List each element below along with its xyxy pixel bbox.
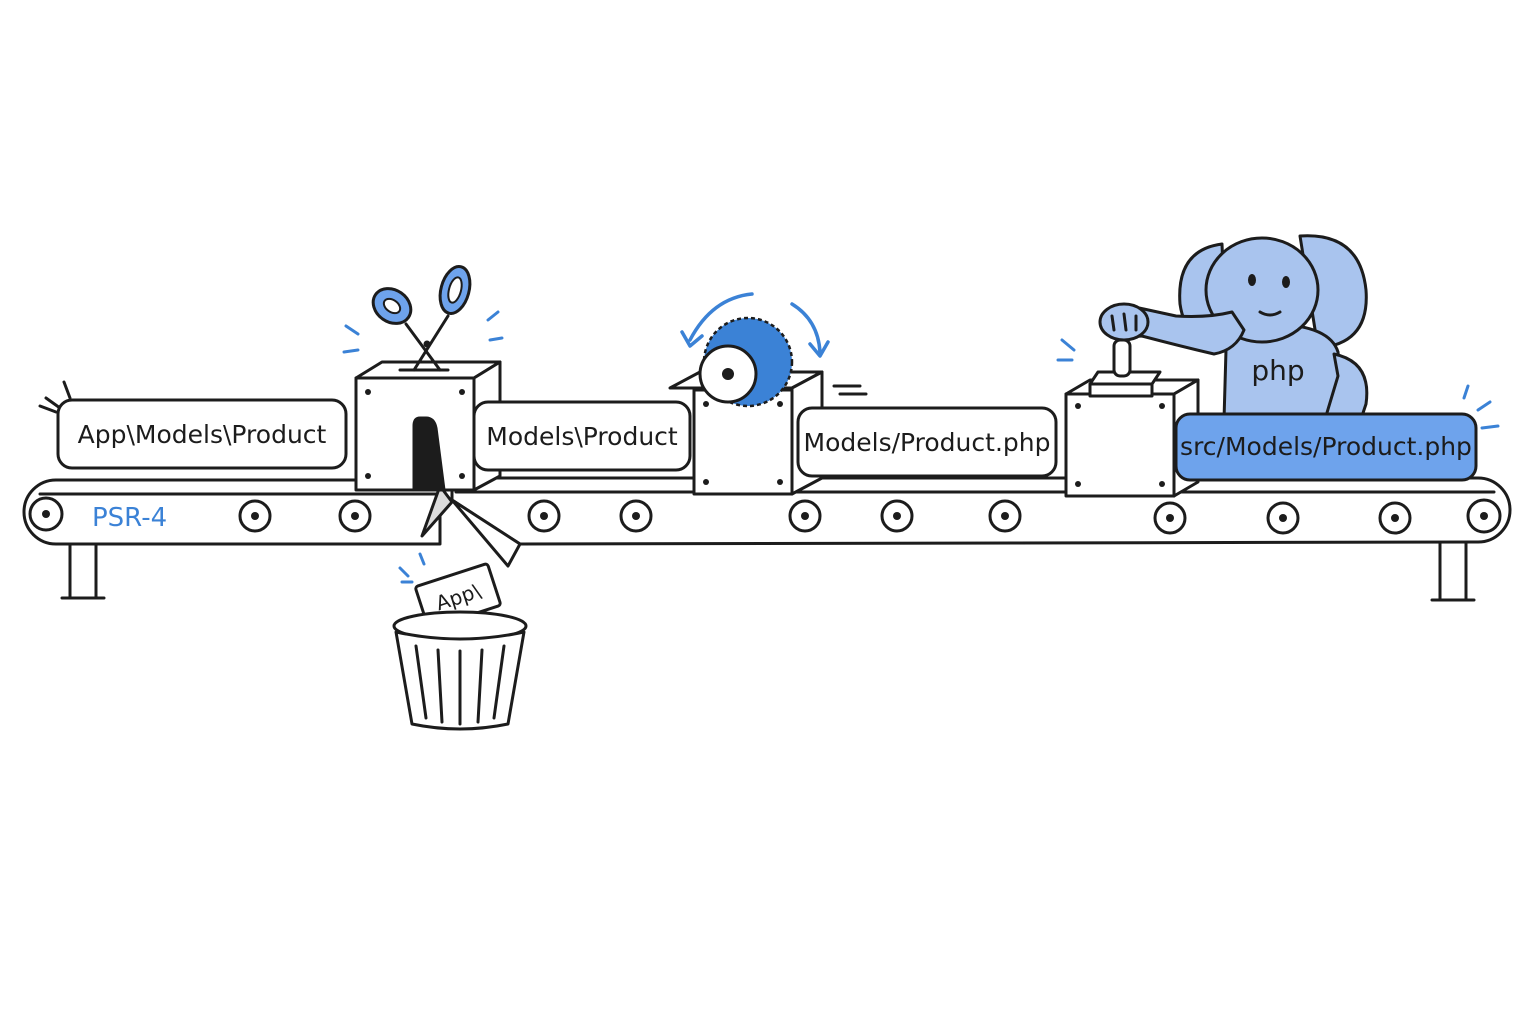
roller — [338, 499, 372, 533]
scissors-icon — [371, 265, 472, 372]
roller — [988, 499, 1022, 533]
roller — [527, 499, 561, 533]
stripped-namespace-label: Models\Product — [472, 400, 692, 472]
input-class-label: App\Models\Product — [38, 380, 348, 470]
roller — [1466, 498, 1502, 534]
output-file-label: src/Models/Product.php — [1174, 384, 1500, 482]
roller — [1153, 501, 1187, 535]
roller — [238, 499, 272, 533]
belt-leg-left — [60, 538, 106, 600]
trash-can-icon — [392, 610, 528, 731]
trapdoor-flap-right — [450, 498, 522, 568]
psr4-belt-tag: PSR-4 — [92, 503, 167, 533]
roller — [619, 499, 653, 533]
roller — [1266, 501, 1300, 535]
roller — [788, 499, 822, 533]
output-file-text: src/Models/Product.php — [1180, 432, 1472, 461]
stamp-machine — [1056, 338, 1200, 498]
stripped-namespace-text: Models\Product — [486, 422, 678, 451]
converted-path-text: Models/Product.php — [804, 428, 1051, 457]
rotation-arrow-left — [688, 292, 754, 342]
roller — [1378, 501, 1412, 535]
stamp-icon — [1088, 338, 1162, 398]
mascot-shirt-text: php — [1251, 354, 1304, 387]
trapdoor-flap-left — [420, 484, 454, 538]
php-elephant-mascot: php — [1098, 234, 1369, 422]
roller — [880, 499, 914, 533]
belt-leg-right — [1430, 538, 1476, 602]
cutter-machine — [342, 265, 504, 492]
conveyor-belt: PSR-4 — [22, 476, 1512, 602]
rotation-arrow-right — [790, 302, 822, 354]
roller — [28, 496, 64, 532]
converted-path-label: Models/Product.php — [796, 406, 1058, 478]
gear-icon — [698, 316, 794, 408]
input-class-text: App\Models\Product — [78, 420, 327, 449]
belt-rollers — [28, 496, 1502, 535]
